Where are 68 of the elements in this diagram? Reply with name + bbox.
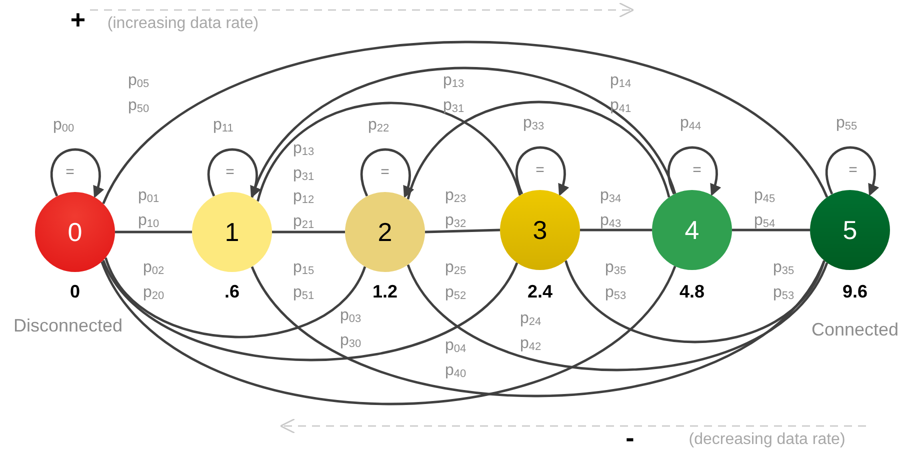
transition-line [272,230,345,234]
transition-line [256,102,522,202]
state-number: 2 [378,216,392,248]
state-caption: Disconnected [13,316,123,336]
edge-label: p$_{44}$ [680,114,702,134]
loop-symbol: = [536,162,544,178]
self-loop-arrow [50,148,104,198]
edge-label: p$_{02}$ p$_{20}$ [143,258,166,304]
loop-symbol: = [380,164,390,180]
direction-note: (increasing data rate) [107,15,259,33]
self-loop-arrow [516,146,568,196]
edge-label: p$_{45}$ p$_{54}$ [754,186,776,232]
transition-line [406,100,670,200]
edge-label: p$_{23}$ p$_{32}$ [445,186,468,232]
edge-label: p$_{01}$ p$_{10}$ [138,186,160,232]
edge-label: p$_{34}$ p$_{43}$ [600,186,622,232]
state-caption: Connected [811,320,899,340]
state-number: 0 [68,216,82,248]
transition-line [406,262,828,372]
transition-line [732,228,810,232]
transition-line [580,228,652,232]
loop-symbol: = [692,162,702,178]
transition-line [100,261,676,406]
edge-label: p$_{35}$ p$_{53}$ [605,258,628,304]
state-number: 4 [684,214,700,246]
transition-line [102,40,828,204]
edge-label: p$_{05}$ p$_{50}$ [128,71,150,117]
data-rate-value: .6 [224,282,240,302]
transition-label: p$_{35}$ p$_{53}$ [773,258,796,304]
transition-line [250,260,826,398]
data-rate-value: 9.6 [842,282,868,302]
data-rate-value: 4.8 [679,282,705,302]
transition-line [424,228,500,234]
edge-label: p$_{22}$ [368,116,390,136]
direction-sign: - [626,422,634,454]
data-rate-value: 2.4 [527,282,553,302]
edge-label: p$_{03}$ p$_{30}$ [340,306,362,352]
direction-sign: + [70,4,86,36]
direction-note: (decreasing data rate) [688,431,846,449]
loop-symbol: = [66,164,74,180]
transition-line [102,260,518,362]
self-loop-arrow [208,148,260,198]
edge-label: p$_{15}$ p$_{51}$ [293,258,316,304]
edge-label: p$_{04}$ p$_{40}$ [445,336,468,382]
loop-symbol: = [848,162,858,178]
edge-label: p$_{00}$ [53,116,76,136]
self-loop-arrow [826,146,878,196]
data-rate-value: 0 [70,282,80,302]
transition-label: p$_{13}$ p$_{31}$ [293,139,316,185]
transition-line [250,66,676,198]
transition-line [104,257,366,338]
edge-label: p$_{33}$ [523,114,546,134]
edge-label: p$_{14}$ p$_{41}$ [610,71,632,117]
edge-label: p$_{25}$ p$_{52}$ [445,258,468,304]
transition-label: p$_{24}$ p$_{42}$ [520,309,542,355]
transition-line [564,260,826,344]
edge-label: p$_{11}$ [213,116,234,136]
edge-label: p$_{12}$ p$_{21}$ [293,187,316,233]
self-loop-arrow [668,146,720,196]
edge-label: p$_{55}$ [836,114,858,134]
state-number: 1 [224,216,240,248]
loop-symbol: = [226,164,234,180]
self-loop-arrow [360,148,414,198]
state-number: 5 [842,214,858,246]
data-rate-value: 1.2 [372,282,398,302]
edge-label: p$_{13}$ p$_{31}$ [443,71,466,117]
transition-line [115,230,192,234]
state-number: 3 [532,214,548,246]
